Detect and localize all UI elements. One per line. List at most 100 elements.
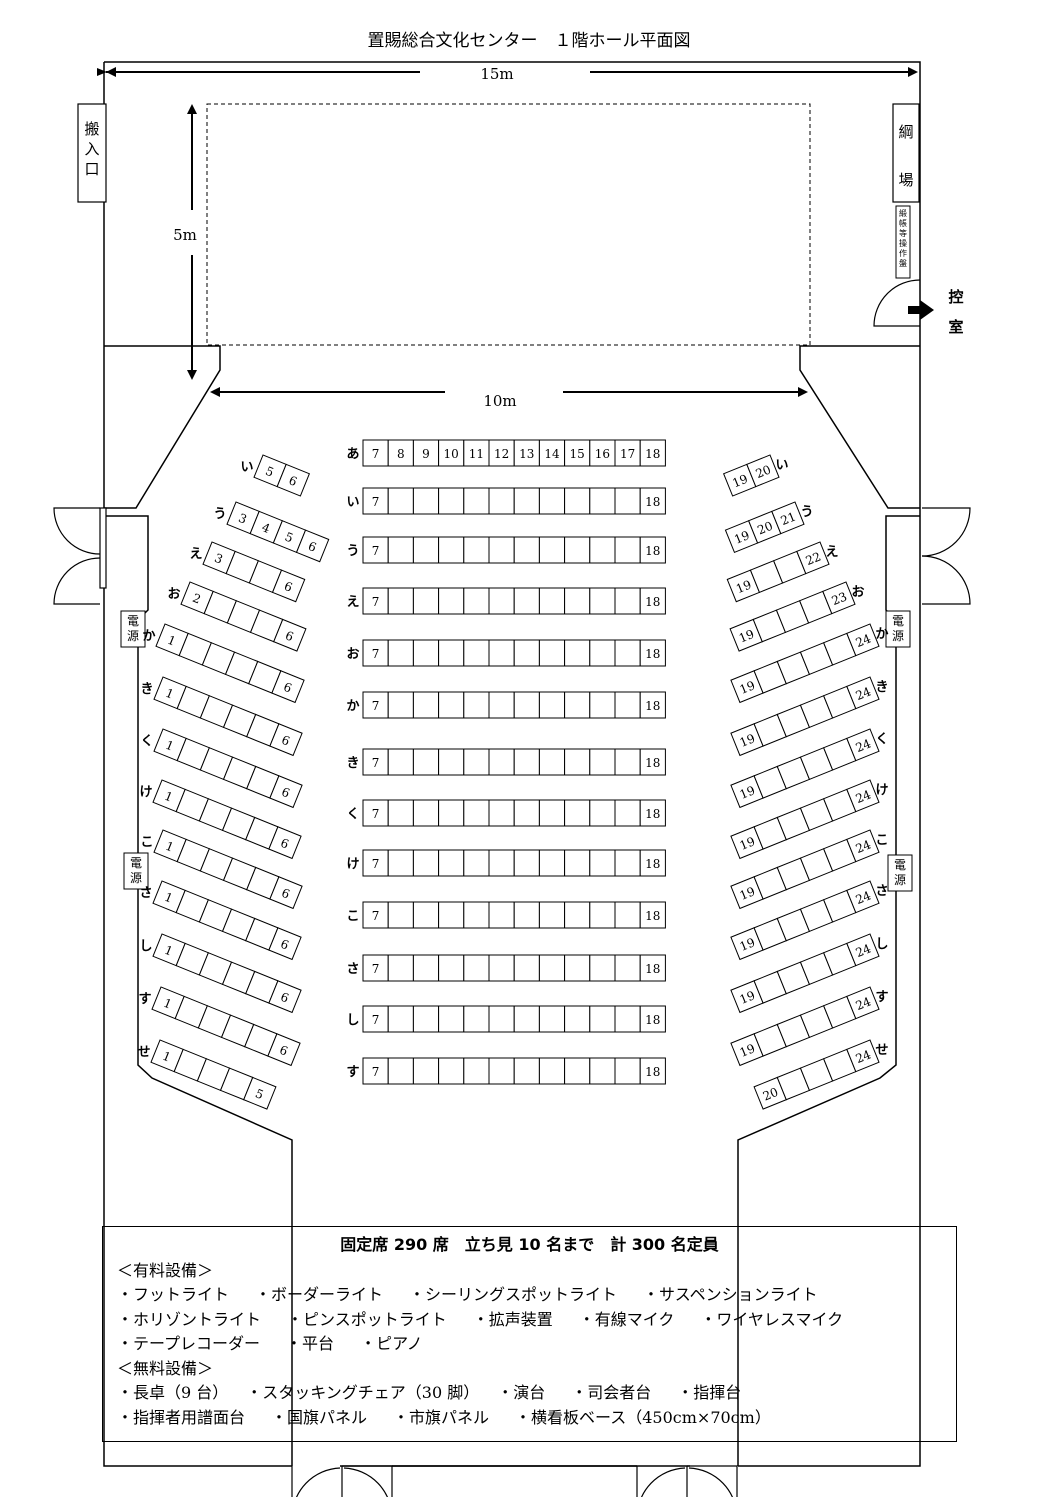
seat[interactable] <box>614 901 641 929</box>
seat[interactable] <box>589 954 616 982</box>
seat[interactable] <box>488 901 515 929</box>
seat[interactable] <box>463 487 490 515</box>
seat[interactable] <box>639 639 666 667</box>
seat[interactable] <box>538 748 566 776</box>
seat[interactable] <box>463 799 490 827</box>
seat[interactable] <box>438 439 465 467</box>
seat[interactable] <box>614 748 641 776</box>
seat[interactable] <box>846 829 880 863</box>
seat[interactable] <box>488 849 515 877</box>
seat[interactable] <box>362 587 389 615</box>
seat[interactable] <box>846 676 880 710</box>
seat[interactable] <box>846 933 880 967</box>
seat[interactable] <box>614 954 641 982</box>
seat[interactable] <box>564 639 591 667</box>
seat[interactable] <box>438 639 465 667</box>
seat[interactable] <box>488 691 515 719</box>
seat[interactable] <box>589 587 616 615</box>
seat[interactable] <box>463 748 490 776</box>
seat[interactable] <box>589 1005 616 1033</box>
seat[interactable] <box>271 670 305 704</box>
seat[interactable] <box>846 779 880 813</box>
seat[interactable] <box>513 639 540 667</box>
seat[interactable] <box>412 748 440 776</box>
seat[interactable] <box>513 954 540 982</box>
seat[interactable] <box>463 439 490 467</box>
seat[interactable] <box>639 536 666 564</box>
seat[interactable] <box>387 849 414 877</box>
seat[interactable] <box>488 487 515 515</box>
seat[interactable] <box>412 849 440 877</box>
seat[interactable] <box>463 587 490 615</box>
seat[interactable] <box>387 954 414 982</box>
seat[interactable] <box>513 1057 540 1085</box>
seat[interactable] <box>438 536 465 564</box>
seat[interactable] <box>564 439 591 467</box>
seat[interactable] <box>564 587 591 615</box>
seat[interactable] <box>276 463 311 497</box>
seat[interactable] <box>438 1057 465 1085</box>
seat[interactable] <box>614 1005 641 1033</box>
seat[interactable] <box>269 723 303 757</box>
seat[interactable] <box>614 691 641 719</box>
seat[interactable] <box>438 487 465 515</box>
seat[interactable] <box>589 639 616 667</box>
seat[interactable] <box>589 799 616 827</box>
seat[interactable] <box>267 1033 301 1067</box>
seat[interactable] <box>438 901 465 929</box>
seat[interactable] <box>488 639 515 667</box>
seat[interactable] <box>538 1057 566 1085</box>
seat[interactable] <box>488 1005 515 1033</box>
seat[interactable] <box>639 849 666 877</box>
seat[interactable] <box>746 454 780 488</box>
seat[interactable] <box>269 775 303 809</box>
seat[interactable] <box>412 954 440 982</box>
seat[interactable] <box>589 691 616 719</box>
seat[interactable] <box>639 799 666 827</box>
seat[interactable] <box>513 587 540 615</box>
seat[interactable] <box>463 849 490 877</box>
seat[interactable] <box>614 587 641 615</box>
seat[interactable] <box>438 799 465 827</box>
seat[interactable] <box>387 639 414 667</box>
seat[interactable] <box>387 901 414 929</box>
seat[interactable] <box>438 587 465 615</box>
seat[interactable] <box>295 529 330 563</box>
seat[interactable] <box>463 1005 490 1033</box>
seat[interactable] <box>438 1005 465 1033</box>
seat[interactable] <box>387 587 414 615</box>
seat[interactable] <box>639 954 666 982</box>
seat[interactable] <box>589 536 616 564</box>
seat[interactable] <box>463 691 490 719</box>
seat[interactable] <box>564 954 591 982</box>
seat[interactable] <box>589 748 616 776</box>
seat[interactable] <box>846 728 880 762</box>
seat[interactable] <box>269 876 303 910</box>
seat[interactable] <box>412 799 440 827</box>
seat[interactable] <box>412 1057 440 1085</box>
seat[interactable] <box>589 487 616 515</box>
seat[interactable] <box>463 639 490 667</box>
seat[interactable] <box>513 849 540 877</box>
seat[interactable] <box>614 536 641 564</box>
seat[interactable] <box>463 1057 490 1085</box>
seat[interactable] <box>412 536 440 564</box>
seat[interactable] <box>412 901 440 929</box>
seat[interactable] <box>538 487 566 515</box>
seat[interactable] <box>639 1005 666 1033</box>
seat[interactable] <box>639 748 666 776</box>
seat[interactable] <box>538 849 566 877</box>
seat[interactable] <box>513 901 540 929</box>
seat[interactable] <box>362 487 389 515</box>
seat[interactable] <box>268 980 302 1014</box>
seat[interactable] <box>614 639 641 667</box>
seat[interactable] <box>538 901 566 929</box>
seat[interactable] <box>538 536 566 564</box>
seat[interactable] <box>268 927 302 961</box>
seat[interactable] <box>846 623 880 657</box>
seat[interactable] <box>589 901 616 929</box>
seat[interactable] <box>412 639 440 667</box>
seat[interactable] <box>387 439 414 467</box>
seat[interactable] <box>513 487 540 515</box>
seat[interactable] <box>846 986 880 1020</box>
